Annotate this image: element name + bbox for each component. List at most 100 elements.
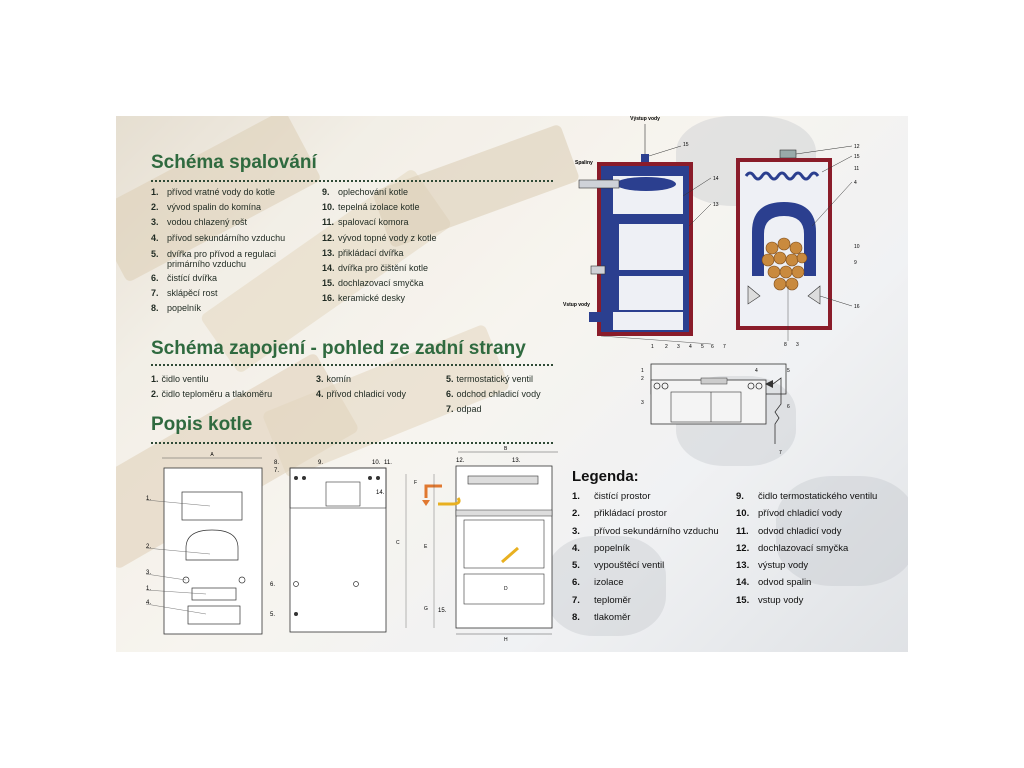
callout-7: 7 — [723, 344, 726, 350]
callout-4: 4 — [689, 344, 692, 350]
callout-1: 1. — [146, 496, 151, 502]
dimension-d: D — [504, 586, 508, 592]
callout-7: 7 — [779, 450, 782, 456]
air-inlet — [590, 265, 606, 275]
list-item: 6.čistící dvířka — [151, 272, 218, 283]
list-item: 15.dochlazovací smyčka — [322, 278, 424, 289]
list-item: 13.přikládací dvířka — [322, 247, 404, 258]
legend-item: 10.přívod chladicí vody — [736, 508, 842, 520]
legend-item: 5.vypouštěcí ventil — [572, 560, 665, 572]
callout-2: 2 — [641, 376, 644, 382]
loading-door — [185, 529, 239, 561]
callout-3: 3. — [146, 570, 151, 576]
callout-8: 8. — [274, 460, 279, 466]
callout-4: 4 — [755, 368, 758, 374]
firewood-pile — [761, 237, 808, 291]
callout-2: 2. — [146, 544, 151, 550]
cooling-loop — [467, 475, 539, 485]
flue-outlet — [325, 481, 361, 507]
callout-5: 5 — [787, 368, 790, 374]
callout-5: 5. — [270, 612, 275, 618]
air-flow-arrow — [438, 497, 461, 506]
secondary-air-arrow — [501, 546, 519, 564]
callout-7: 7. — [274, 468, 279, 474]
ash-pan — [463, 573, 545, 605]
dimension-f: F — [414, 480, 417, 486]
connection-title: Schéma zapojení - pohled ze zadní strany — [151, 338, 526, 359]
dimension-e: E — [424, 544, 428, 550]
description-divider — [151, 442, 553, 444]
flue-flow-arrow — [424, 484, 442, 498]
dimension-h: H — [504, 637, 508, 643]
callout-15: 15 — [854, 154, 860, 160]
background-coal — [776, 476, 908, 586]
legend-list-2: 9.čidlo termostatického ventilu 10.přívo… — [736, 488, 877, 609]
combustion-list-2: 9.oplechování kotle 10.tepelná izolace k… — [322, 185, 472, 307]
callout-3: 3 — [677, 344, 680, 350]
connection-item: 1.čidlo ventilu — [151, 374, 209, 384]
callout-15: 15. — [438, 608, 447, 614]
callout-12: 12 — [854, 144, 860, 150]
callout-10: 10 — [854, 244, 860, 250]
air-door — [191, 587, 237, 601]
callout-14: 14 — [713, 176, 719, 182]
drain-pipe — [772, 377, 782, 444]
callout-11: 11. — [384, 460, 392, 466]
flue-outlet — [578, 179, 620, 189]
boiler-front-view-drawing: A 1. 2. 3. 1. 4. — [145, 452, 263, 635]
poster-panel: Schéma spalování 1.přívod vratné vody do… — [116, 116, 908, 652]
callout-1: 1 — [641, 368, 644, 374]
boiler-front-section-diagram: 12 15 11 4 10 9 16 8 3 — [736, 144, 860, 348]
callout-16: 16 — [854, 304, 860, 310]
dimension-b: B — [504, 446, 508, 452]
thermostatic-valve-icon — [765, 380, 773, 388]
callout-14: 14. — [376, 490, 385, 496]
legend-item: 2.přikládací prostor — [572, 508, 667, 520]
cooling-loop — [744, 171, 820, 181]
callout-3: 3 — [641, 400, 644, 406]
description-title: Popis kotle — [151, 414, 253, 435]
callout-1: 1. — [146, 586, 151, 592]
list-item: 2.vývod spalin do komína — [151, 202, 262, 213]
boiler-section-view-drawing: B 12. 13. F C E D G 15. H — [396, 446, 558, 643]
water-outlet-pipe — [641, 154, 649, 162]
background-coal — [546, 536, 666, 636]
list-item: 14.dvířka pro čištění kotle — [322, 263, 429, 274]
legend-item: 11.odvod chladicí vody — [736, 525, 842, 537]
ash-pan — [613, 312, 683, 330]
callout-1: 1 — [651, 344, 654, 350]
combustion-chamber — [619, 224, 683, 270]
list-item: 10.tepelná izolace kotle — [322, 202, 420, 213]
list-item: 4.přívod sekundárního vzduchu — [151, 232, 286, 243]
callout-13: 13 — [713, 202, 719, 208]
dimension-a: A — [210, 452, 214, 458]
legend-item: 12.dochlazovací smyčka — [736, 542, 849, 554]
legend-item: 4.popelník — [572, 542, 630, 554]
connection-item: 4.přívod chladicí vody — [316, 389, 407, 399]
dimension-g: G — [424, 606, 428, 612]
ceramic-plate — [747, 285, 761, 305]
legend-list-1: 1.čistící prostor 2.přikládací prostor 3… — [572, 488, 719, 626]
ash-chamber — [619, 276, 683, 310]
boiler-rear-view-drawing: 8. 7. 9. 10. 11. 14. 6. 5. — [270, 460, 392, 633]
connection-item: 2.čidlo teploměru a tlakoměru — [151, 389, 273, 399]
callout-8: 8 — [784, 342, 787, 348]
ceramic-plate — [807, 285, 821, 305]
callout-13: 13. — [512, 458, 521, 464]
legend-item: 13.výstup vody — [736, 560, 809, 572]
chimney — [700, 377, 728, 385]
list-item: 8.popelník — [151, 303, 202, 314]
legend-item: 7.teploměr — [572, 594, 631, 606]
cooling-loop — [616, 177, 676, 191]
callout-2: 2 — [665, 344, 668, 350]
water-inlet-pipe — [589, 312, 601, 322]
callout-15: 15 — [683, 142, 689, 148]
callout-3: 3 — [796, 342, 799, 348]
connection-item: 3.komín — [316, 374, 352, 384]
connection-item: 7.odpad — [446, 404, 482, 414]
callout-6: 6 — [787, 404, 790, 410]
combustion-divider — [151, 180, 553, 182]
boiler-body — [289, 467, 387, 633]
boiler-side-section-diagram: Výstup vody Spaliny Vstup vody 15 14 13 … — [563, 116, 726, 350]
label-flue: Spaliny — [575, 160, 593, 166]
